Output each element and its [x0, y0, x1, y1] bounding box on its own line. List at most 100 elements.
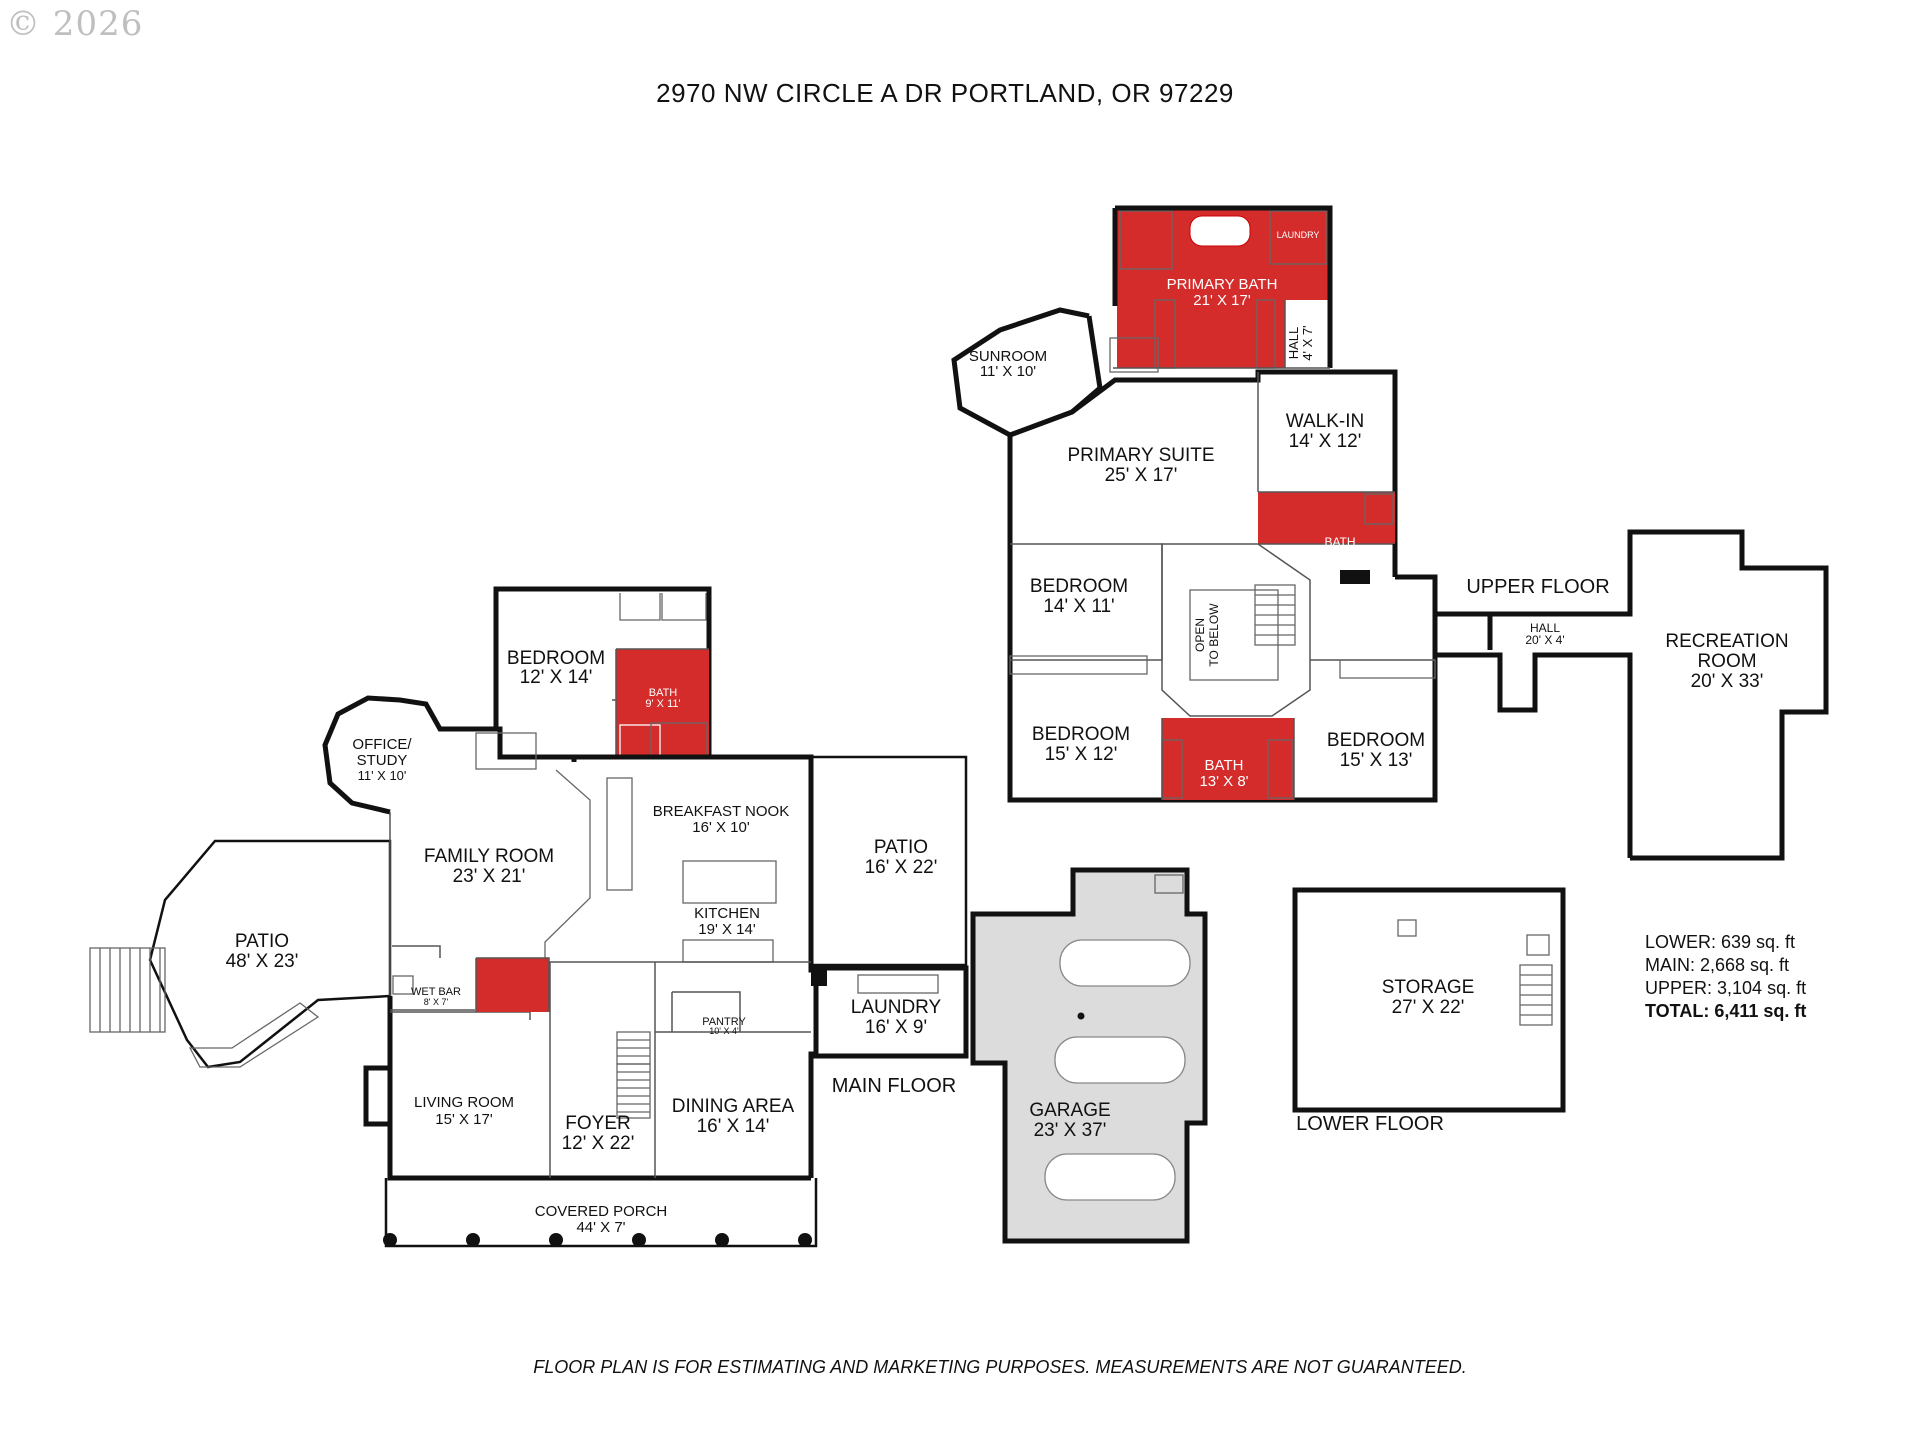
- room-bath-ne-name: BATH: [1324, 535, 1355, 549]
- upper-hall-south-walls: [1432, 575, 1633, 858]
- bedroom-w-closet: [1009, 655, 1148, 675]
- room-upper-laundry-name: LAUNDRY: [1277, 230, 1320, 240]
- area-upper: UPPER: 3,104 sq. ft: [1645, 978, 1806, 998]
- upper-hall-small: [1285, 300, 1329, 368]
- room-bedroom-sw-dim: 15' X 12': [1045, 744, 1118, 765]
- room-primary-suite-dim: 25' X 17': [1105, 465, 1178, 486]
- bath-ne-walls: [1258, 491, 1395, 545]
- room-nook-name: BREAKFAST NOOK: [653, 803, 789, 820]
- recreation-room-walls: [1490, 529, 1829, 861]
- room-office-name1: OFFICE/: [352, 736, 412, 753]
- area-total: TOTAL: 6,411 sq. ft: [1645, 1001, 1806, 1021]
- room-nook-dim: 16' X 10': [692, 819, 750, 836]
- kitchen-counter: [606, 777, 633, 891]
- outdoor-kitchen-counter: [188, 1002, 320, 1068]
- room-sunroom-dim: 11' X 10': [980, 363, 1036, 380]
- room-living-name: LIVING ROOM: [414, 1094, 514, 1111]
- room-dining-name: DINING AREA: [672, 1096, 795, 1117]
- room-patio-left-dim: 48' X 23': [226, 951, 299, 972]
- room-main-bath-dim: 9' X 11': [645, 698, 680, 710]
- room-bedroom-w-dim: 14' X 11': [1043, 596, 1114, 617]
- room-bedroom-sw-name: BEDROOM: [1032, 724, 1130, 745]
- kitchen-island: [682, 860, 777, 904]
- room-garage-name: GARAGE: [1029, 1100, 1110, 1121]
- bath-s-shower: [1267, 739, 1293, 799]
- storage-fixture-2: [1526, 934, 1550, 956]
- room-bedroom-se-dim: 15' X 13': [1340, 750, 1413, 771]
- laundry-column: [811, 970, 827, 986]
- kitchen-range: [682, 939, 774, 963]
- copyright-watermark: © 2026: [6, 4, 144, 44]
- upper-room-labels: PRIMARY BATH 21' X 17' LAUNDRY HALL 4' X…: [969, 230, 1789, 790]
- upper-hall-north-walls: [1392, 544, 1438, 620]
- patio-right-outline: [811, 755, 968, 967]
- room-porch-name: COVERED PORCH: [535, 1203, 668, 1220]
- primary-bath-shower: [1119, 210, 1173, 270]
- room-hall-small-dim: 4' X 7': [1300, 325, 1315, 360]
- bath-ne-shower: [1364, 493, 1394, 525]
- wet-bar-counter: [392, 945, 441, 958]
- garage-cars: [1044, 939, 1191, 1201]
- room-bedroom-se-name: BEDROOM: [1327, 730, 1425, 751]
- room-laundry-dim: 16' X 9': [865, 1017, 927, 1038]
- floor-label-upper: UPPER FLOOR: [1466, 576, 1609, 598]
- room-walkin-name: WALK-IN: [1286, 411, 1364, 432]
- garage-walls: [970, 867, 1208, 1244]
- room-wetbar-dim: 8' X 7': [424, 997, 449, 1007]
- room-bedroom-w-name: BEDROOM: [1030, 576, 1128, 597]
- main-floor: [89, 586, 1208, 1248]
- laundry-counter: [857, 974, 939, 994]
- room-patio-left-name: PATIO: [235, 931, 289, 952]
- room-recreation-dim: 20' X 33': [1691, 671, 1764, 692]
- upper-laundry-closet: [1269, 210, 1327, 265]
- upper-landing-walls: [1161, 543, 1311, 717]
- office-study-walls: [322, 695, 577, 815]
- bedroom-se-closet: [1339, 659, 1436, 679]
- main-bath-red: [616, 649, 709, 757]
- room-sunroom-name: SUNROOM: [969, 348, 1047, 365]
- room-main-bath-name: BATH: [649, 687, 678, 699]
- room-family-name: FAMILY ROOM: [424, 846, 554, 867]
- room-recreation-name2: ROOM: [1697, 651, 1756, 672]
- room-hall-long-dim: 20' X 4': [1525, 633, 1564, 647]
- room-open-below-name1: OPEN: [1193, 618, 1207, 652]
- room-garage-dim: 23' X 37': [1034, 1120, 1107, 1141]
- patio-steps-treads: [99, 948, 161, 1032]
- main-interior-walls: [533, 961, 811, 1178]
- room-primary-bath-name: PRIMARY BATH: [1167, 276, 1278, 293]
- area-lower: LOWER: 639 sq. ft: [1645, 932, 1795, 952]
- primary-bath-tub: [1189, 215, 1251, 247]
- upper-floor: [951, 205, 1829, 861]
- bath-s-red: [1162, 718, 1294, 800]
- porch-columns: [383, 1233, 812, 1247]
- floor-label-main: MAIN FLOOR: [832, 1075, 956, 1097]
- bedroom-se-east-wall: [1395, 574, 1438, 680]
- main-room-labels: BEDROOM 12' X 14' BATH 9' X 11' OFFICE/ …: [226, 648, 1111, 1236]
- room-bath-s-dim: 13' X 8': [1199, 773, 1248, 790]
- lower-stair-treads: [1520, 974, 1552, 1016]
- room-office-name2: STUDY: [357, 752, 408, 769]
- powder-bath-red: [476, 958, 549, 1012]
- primary-bath-outer-walls: [1115, 205, 1333, 368]
- room-main-bedroom-dim: 12' X 14': [520, 667, 593, 688]
- room-office-dim: 11' X 10': [358, 768, 407, 783]
- main-bath-walls: [612, 648, 709, 757]
- room-primary-bath-dim: 21' X 17': [1193, 292, 1251, 309]
- upper-stair-treads: [1255, 594, 1295, 636]
- main-stair-treads: [617, 1039, 650, 1057]
- room-wetbar-name: WET BAR: [411, 986, 461, 998]
- upper-fireplace: [1109, 337, 1159, 373]
- wet-bar-sink: [392, 975, 414, 995]
- kitchen-angled-counter: [544, 769, 591, 963]
- room-storage-name: STORAGE: [1382, 977, 1475, 998]
- room-family-dim: 23' X 21': [453, 866, 526, 887]
- room-bath-ne-dim: 14' X 9': [1320, 548, 1359, 562]
- garage-fixture: [1154, 874, 1184, 894]
- room-pantry-dim: 10' X 4': [709, 1026, 739, 1036]
- family-fireplace: [475, 732, 537, 770]
- room-main-bedroom-name: BEDROOM: [507, 648, 605, 669]
- room-bath-s-name: BATH: [1205, 757, 1244, 774]
- upper-column: [1340, 570, 1370, 584]
- room-primary-suite-name: PRIMARY SUITE: [1067, 445, 1214, 466]
